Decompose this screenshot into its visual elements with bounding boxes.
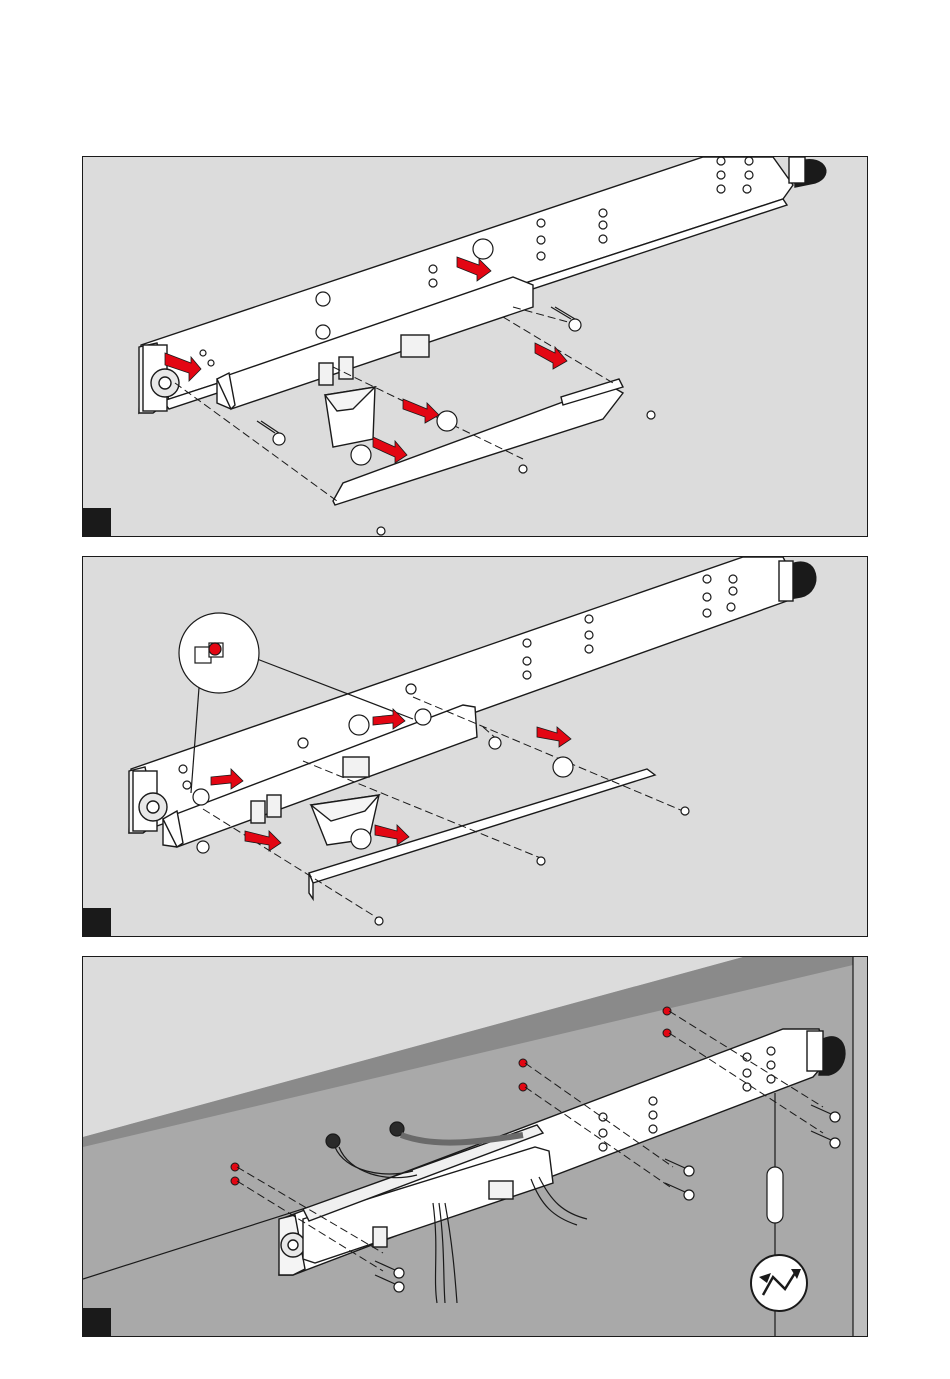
insert-block [325,387,375,447]
end-bracket-left [281,1233,305,1257]
step-marker-3 [83,1308,111,1336]
panel-3-illustration [83,957,868,1337]
adjust-badge-icon [751,1255,807,1311]
step-marker-1 [83,508,111,536]
assembly-panel-2 [82,556,868,937]
panel-2-illustration [83,557,868,937]
assembly-panel-1 [82,156,868,537]
assembly-panel-3 [82,956,868,1337]
step-marker-2 [83,908,111,936]
panel-1-illustration [83,157,868,537]
